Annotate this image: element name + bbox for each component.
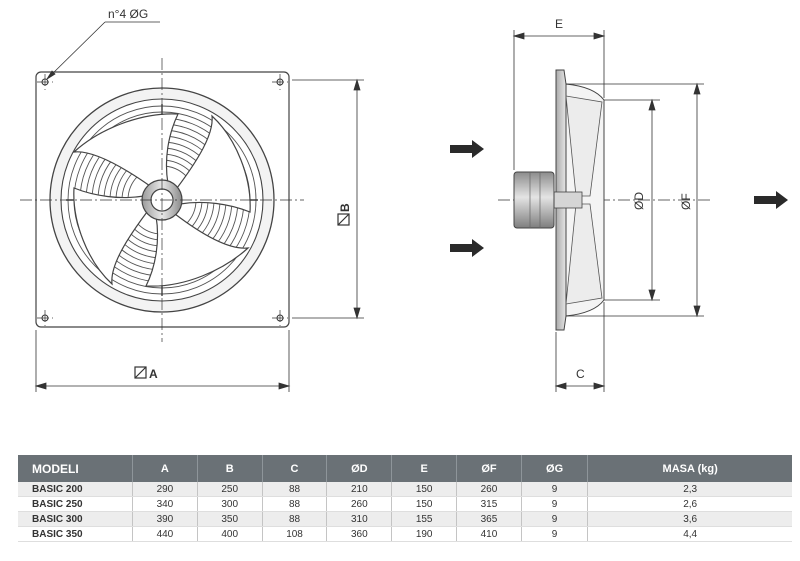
cell-model: BASIC 200 xyxy=(18,482,133,497)
cell-a: 390 xyxy=(132,511,198,527)
header-modeli: MODELI xyxy=(18,455,133,482)
cell-c: 88 xyxy=(262,511,328,527)
side-view: E C ØD ØF xyxy=(450,17,788,392)
cell-f: 365 xyxy=(456,511,522,527)
dimension-b xyxy=(292,78,364,320)
cell-a: 290 xyxy=(132,482,198,497)
cell-g: 9 xyxy=(521,482,589,497)
cell-masa: 2,6 xyxy=(587,496,792,512)
cell-d: 310 xyxy=(326,511,393,527)
fan-blades xyxy=(72,113,251,287)
airflow-arrows xyxy=(450,140,788,257)
dimension-e-label: E xyxy=(555,17,563,31)
table-row: BASIC 350 440 400 108 360 190 410 9 4,4 xyxy=(18,526,792,542)
dimensions-table: MODELI A B C ØD E ØF ØG MASA (kg) BASIC … xyxy=(18,455,792,542)
dimension-f xyxy=(566,82,704,318)
blade-top xyxy=(72,113,179,187)
dimension-a-label: A xyxy=(149,367,158,381)
cell-masa: 4,4 xyxy=(587,526,792,542)
motor-body xyxy=(513,171,555,229)
fan-technical-drawing: n°4 ØG A B xyxy=(20,7,788,392)
cell-model: BASIC 350 xyxy=(18,526,133,542)
cell-c: 88 xyxy=(262,482,328,497)
cell-masa: 3,6 xyxy=(587,511,792,527)
cell-g: 9 xyxy=(521,496,589,512)
blade-left xyxy=(73,187,148,286)
header-b: B xyxy=(197,455,263,482)
blade-bottom xyxy=(145,213,250,287)
hole-label: n°4 ØG xyxy=(108,7,148,21)
header-g: ØG xyxy=(521,455,589,482)
cell-g: 9 xyxy=(521,511,589,527)
table-header-row: MODELI A B C ØD E ØF ØG MASA (kg) xyxy=(18,455,792,482)
cell-a: 340 xyxy=(132,496,198,512)
header-f: ØF xyxy=(456,455,522,482)
header-c: C xyxy=(262,455,328,482)
blade-right xyxy=(176,114,251,213)
cell-c: 88 xyxy=(262,496,328,512)
cell-model: BASIC 250 xyxy=(18,496,133,512)
cell-a: 440 xyxy=(132,526,198,542)
hole-leader xyxy=(46,21,160,80)
dimension-c-label: C xyxy=(576,367,585,381)
cell-f: 410 xyxy=(456,526,522,542)
front-view: n°4 ØG A B xyxy=(20,7,364,392)
header-e: E xyxy=(391,455,458,482)
cell-b: 350 xyxy=(197,511,263,527)
dimension-d-label: ØD xyxy=(632,192,646,210)
motor-shaft xyxy=(551,191,583,209)
table-row: BASIC 200 290 250 88 210 150 260 9 2,3 xyxy=(18,482,792,497)
centre-lines xyxy=(20,58,304,342)
arrow-in-top-icon xyxy=(450,140,484,158)
square-symbol-b xyxy=(337,213,350,226)
cell-e: 150 xyxy=(391,496,458,512)
dimension-c xyxy=(554,302,606,392)
cell-c: 108 xyxy=(262,526,328,542)
cell-b: 250 xyxy=(197,482,263,497)
header-d: ØD xyxy=(326,455,393,482)
cell-d: 210 xyxy=(326,482,393,497)
table-row: BASIC 250 340 300 88 260 150 315 9 2,6 xyxy=(18,496,792,512)
cell-d: 260 xyxy=(326,496,393,512)
cell-g: 9 xyxy=(521,526,589,542)
cell-b: 400 xyxy=(197,526,263,542)
cell-e: 190 xyxy=(391,526,458,542)
dimension-f-label: ØF xyxy=(679,193,693,210)
header-masa: MASA (kg) xyxy=(587,455,792,482)
arrow-out-icon xyxy=(754,191,788,209)
cell-masa: 2,3 xyxy=(587,482,792,497)
cell-e: 150 xyxy=(391,482,458,497)
arrow-in-bottom-icon xyxy=(450,239,484,257)
square-symbol-a xyxy=(134,366,147,379)
cell-e: 155 xyxy=(391,511,458,527)
dimension-d xyxy=(604,98,660,302)
cell-f: 315 xyxy=(456,496,522,512)
cell-b: 300 xyxy=(197,496,263,512)
dimension-a xyxy=(34,330,291,392)
cell-d: 360 xyxy=(326,526,393,542)
dimension-e xyxy=(512,30,606,170)
cell-f: 260 xyxy=(456,482,522,497)
dimension-b-label: B xyxy=(338,203,352,212)
side-blades xyxy=(565,95,603,305)
table-row: BASIC 300 390 350 88 310 155 365 9 3,6 xyxy=(18,511,792,527)
header-a: A xyxy=(132,455,198,482)
cell-model: BASIC 300 xyxy=(18,511,133,527)
